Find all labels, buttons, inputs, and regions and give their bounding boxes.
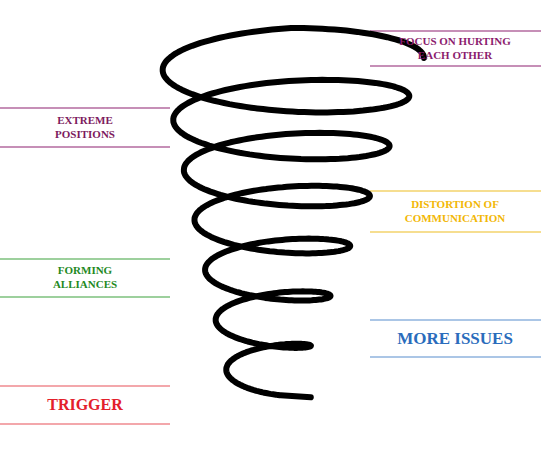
rule-line <box>370 231 541 233</box>
rule-line <box>370 30 541 32</box>
stage-label: MORE ISSUES <box>375 328 535 349</box>
rule-line <box>0 423 170 425</box>
rule-line <box>370 65 541 67</box>
stage-label: DISTORTION OF COMMUNICATION <box>385 198 525 226</box>
stage-label: TRIGGER <box>5 395 165 415</box>
stage-label: FOCUS ON HURTING EACH OTHER <box>390 35 520 63</box>
rule-line <box>370 356 541 358</box>
rule-line <box>0 146 170 148</box>
spiral-coil <box>163 28 424 397</box>
rule-line <box>0 385 170 387</box>
stage-label: FORMING ALLIANCES <box>35 264 135 292</box>
rule-line <box>370 190 541 192</box>
rule-line <box>0 296 170 298</box>
rule-line <box>0 107 170 109</box>
rule-line <box>370 319 541 321</box>
rule-line <box>0 258 170 260</box>
label-rules <box>0 31 541 424</box>
stage-label: EXTREME POSITIONS <box>35 114 135 142</box>
